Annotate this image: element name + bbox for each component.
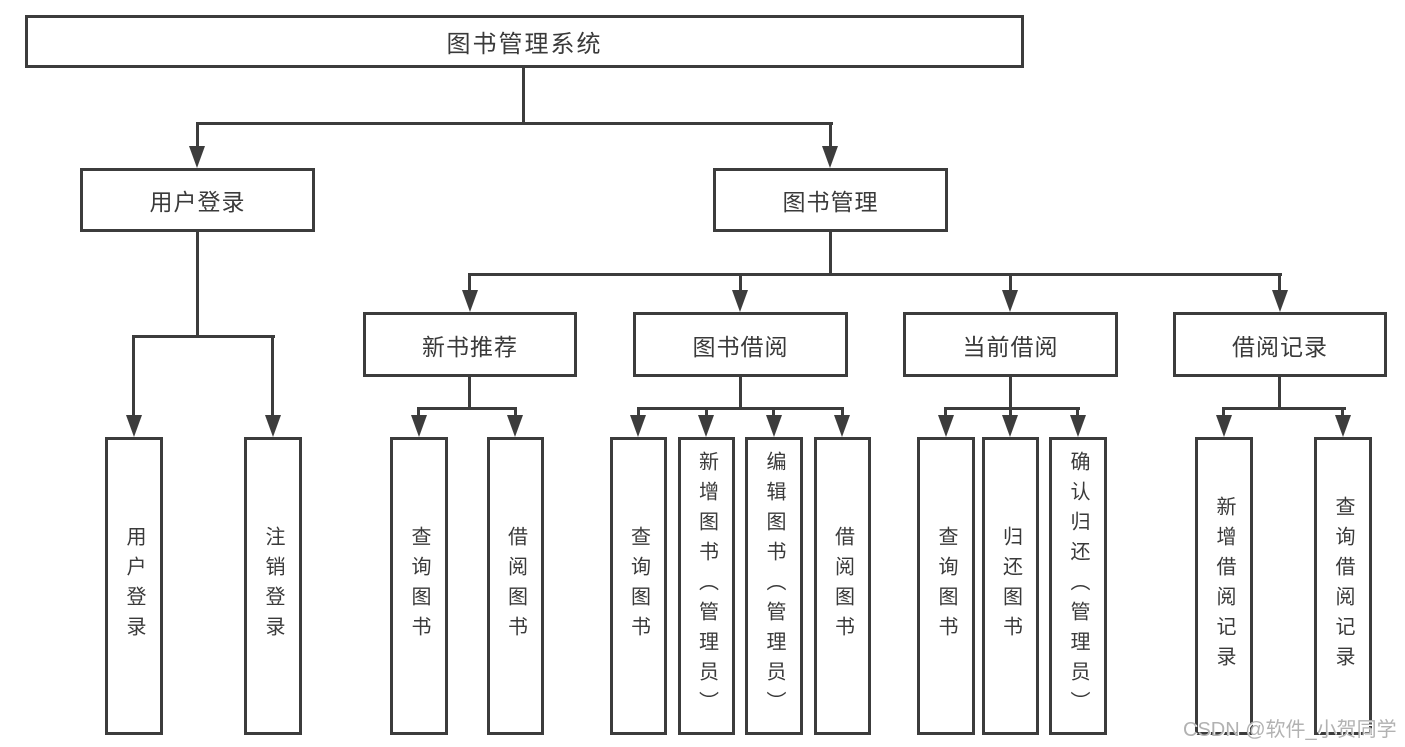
arrow-down-icon [1002,290,1018,312]
arrow-down-icon [630,415,646,437]
connector-line [705,407,708,419]
connector-line [637,407,844,410]
connector-line [772,407,775,419]
node-leaf-add-borrow-record: 新增借阅记录 [1195,437,1253,735]
arrow-down-icon [189,146,205,168]
connector-line [522,68,525,124]
node-current-borrowing: 当前借阅 [903,312,1118,377]
node-leaf-borrow-books-1: 借阅图书 [487,437,544,735]
connector-line [829,232,832,275]
connector-line [132,335,135,419]
arrow-down-icon [732,290,748,312]
connector-line [841,407,844,419]
node-leaf-query-books-3: 查询图书 [917,437,975,735]
arrow-down-icon [1335,415,1351,437]
node-borrowing-records: 借阅记录 [1173,312,1387,377]
csdn-watermark: CSDN @软件_小贺同学 [1183,719,1397,741]
arrow-down-icon [1070,415,1086,437]
arrow-down-icon [938,415,954,437]
connector-line [1222,407,1346,410]
connector-line [196,122,833,125]
arrow-down-icon [507,415,523,437]
arrow-down-icon [1002,415,1018,437]
node-leaf-edit-book-admin: 编辑图书（管理员） [745,437,803,735]
node-leaf-confirm-return-admin: 确认归还（管理员） [1049,437,1107,735]
arrow-down-icon [1272,290,1288,312]
node-user-login: 用户登录 [80,168,315,232]
connector-line [271,335,274,419]
connector-line [1222,407,1225,419]
connector-line [468,273,471,292]
connector-line [944,407,1080,410]
connector-line [1278,377,1281,409]
connector-line [514,407,517,419]
connector-line [468,377,471,409]
connector-line [196,122,199,150]
connector-line [1341,407,1344,419]
arrow-down-icon [265,415,281,437]
node-book-management: 图书管理 [713,168,948,232]
connector-line [829,122,832,150]
connector-line [132,335,275,338]
node-leaf-return-book: 归还图书 [982,437,1039,735]
arrow-down-icon [766,415,782,437]
connector-line [1009,407,1012,419]
node-leaf-borrow-books-2: 借阅图书 [814,437,871,735]
connector-line [637,407,640,419]
connector-line [739,377,742,409]
connector-line [417,407,420,419]
node-leaf-logout: 注销登录 [244,437,302,735]
connector-line [1278,273,1281,292]
connector-line [1076,407,1079,419]
node-leaf-query-borrow-record: 查询借阅记录 [1314,437,1372,735]
arrow-down-icon [698,415,714,437]
connector-line [1009,273,1012,292]
node-leaf-query-books-2: 查询图书 [610,437,667,735]
node-leaf-user-login: 用户登录 [105,437,163,735]
arrow-down-icon [1216,415,1232,437]
arrow-down-icon [462,290,478,312]
node-book-borrowing: 图书借阅 [633,312,848,377]
connector-line [739,273,742,292]
arrow-down-icon [822,146,838,168]
connector-line [196,232,199,338]
arrow-down-icon [126,415,142,437]
connector-line [468,273,1282,276]
node-new-book-recommend: 新书推荐 [363,312,577,377]
node-leaf-add-book-admin: 新增图书（管理员） [678,437,735,735]
arrow-down-icon [834,415,850,437]
connector-line [1009,377,1012,409]
node-leaf-query-books-1: 查询图书 [390,437,448,735]
connector-line [417,407,517,410]
arrow-down-icon [411,415,427,437]
node-book-management-system: 图书管理系统 [25,15,1024,68]
connector-line [944,407,947,419]
